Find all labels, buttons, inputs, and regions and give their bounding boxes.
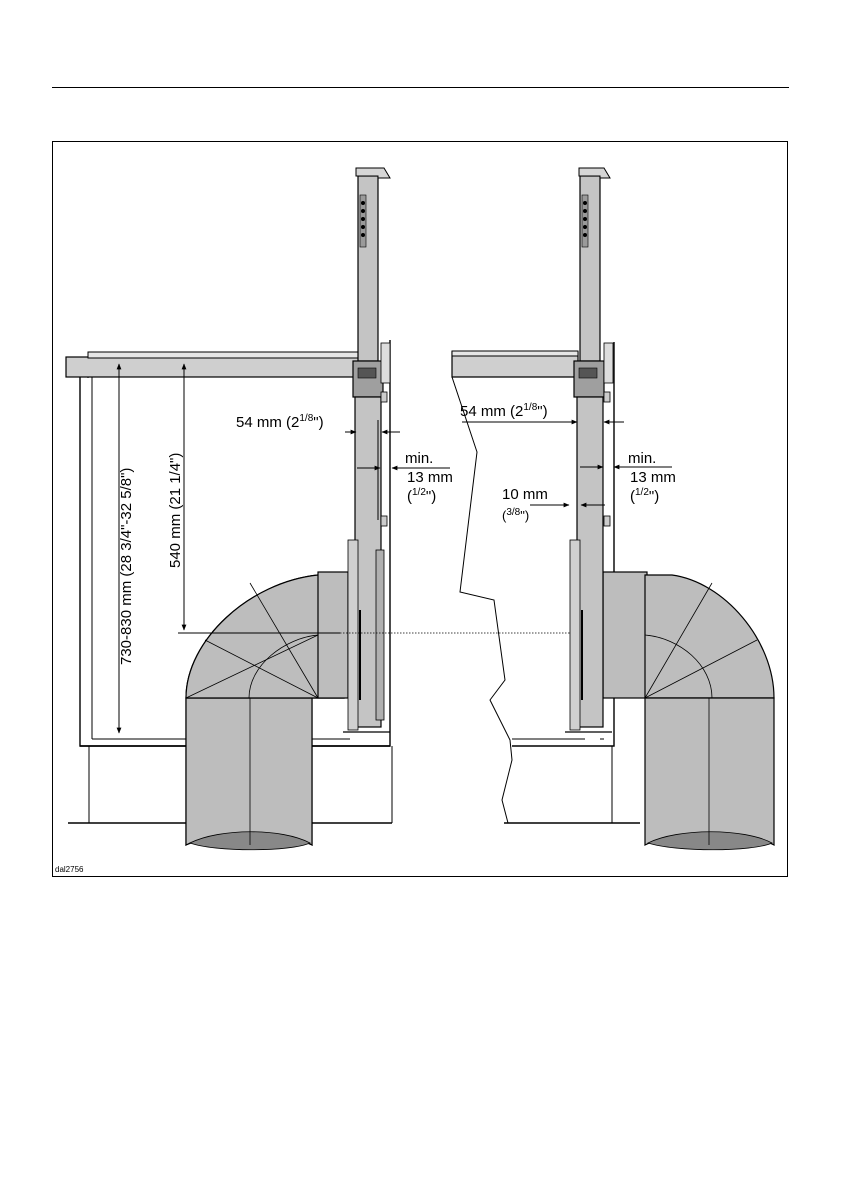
left-13mm-inch-label: (1/2") [407, 487, 436, 505]
right-view: 54 mm (21/8") min. 13 mm (1/2") 10 mm (3… [452, 168, 774, 850]
right-54mm-label: 54 mm (21/8") [460, 402, 548, 420]
left-min-label: min. [405, 450, 433, 467]
left-worktop [66, 352, 362, 378]
right-duct [603, 572, 774, 850]
right-10mm-label: 10 mm [502, 486, 548, 503]
left-13mm-label: 13 mm [407, 469, 453, 486]
left-view: 730-830 mm (28 3/4"-32 5/8") 540 mm (21 … [66, 168, 650, 850]
right-min-label: min. [628, 450, 656, 467]
right-worktop [452, 351, 578, 377]
right-13mm-label: 13 mm [630, 469, 676, 486]
right-10mm-inch-label: (3/8") [502, 507, 529, 523]
left-duct [186, 572, 348, 850]
left-height-label: 730-830 mm (28 3/4"-32 5/8") [118, 468, 135, 665]
left-column [343, 168, 390, 732]
right-break-line [452, 377, 512, 823]
right-13mm-inch-label: (1/2") [630, 487, 659, 505]
left-54mm-label: 54 mm (21/8") [236, 413, 324, 431]
diagram-code: dal2756 [55, 865, 84, 874]
left-540-label: 540 mm (21 1/4") [167, 453, 184, 568]
